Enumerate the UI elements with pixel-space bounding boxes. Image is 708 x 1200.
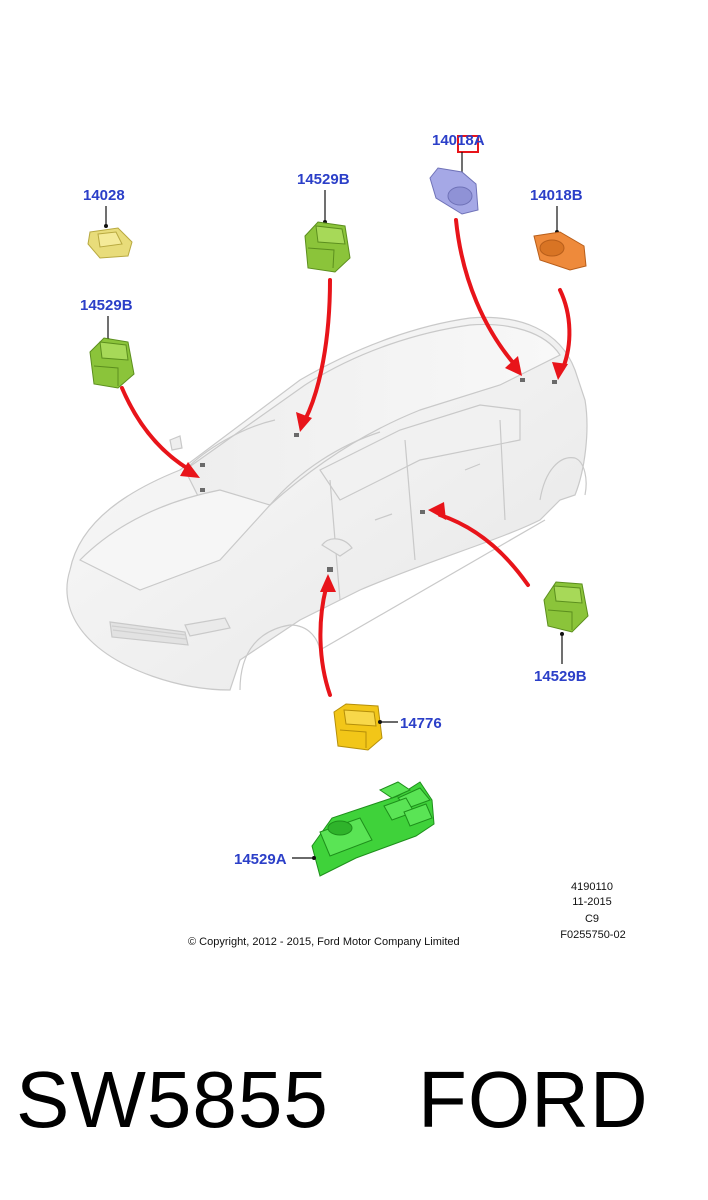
callout-14018b: 14018B <box>530 187 583 204</box>
arrow-14018b <box>558 288 572 370</box>
brand-name: FORD <box>418 1055 649 1144</box>
part-14529a <box>292 781 435 877</box>
part-14028 <box>87 206 133 259</box>
drawing-reference: F0255750-02 <box>560 929 626 941</box>
callout-14018a: 14018A <box>432 132 485 149</box>
callout-14529b-right: 14529B <box>534 668 587 685</box>
arrow-14529b-left <box>120 386 192 472</box>
part-14018b <box>533 206 587 271</box>
car-illustration <box>66 316 588 691</box>
location-arrows <box>120 218 572 697</box>
part-14018a <box>429 135 479 215</box>
drawing-code: 4190110 <box>570 881 613 893</box>
arrow-14529b-top <box>303 278 332 422</box>
copyright-notice: © Copyright, 2012 - 2015, Ford Motor Com… <box>188 936 460 948</box>
callout-14776: 14776 <box>400 715 442 732</box>
mount-point-markers <box>200 378 557 572</box>
arrow-heads <box>180 356 568 592</box>
callout-14529b-left: 14529B <box>80 297 133 314</box>
callout-14529a: 14529A <box>234 851 287 868</box>
drawing-date: 11-2015 <box>572 896 612 908</box>
part-14776 <box>333 703 398 751</box>
parts-diagram <box>66 135 589 877</box>
drawing-revision: C9 <box>584 913 600 925</box>
arrow-14018a <box>454 218 517 367</box>
callout-14529b-top: 14529B <box>297 171 350 188</box>
arrow-14776 <box>318 586 332 697</box>
part-14529b-top <box>304 190 351 273</box>
part-14529b-right <box>543 581 589 664</box>
product-sku: SW5855 <box>16 1055 329 1144</box>
arrow-14529b-right <box>438 513 530 587</box>
callout-14028: 14028 <box>83 187 125 204</box>
part-14529b-left <box>89 316 135 389</box>
